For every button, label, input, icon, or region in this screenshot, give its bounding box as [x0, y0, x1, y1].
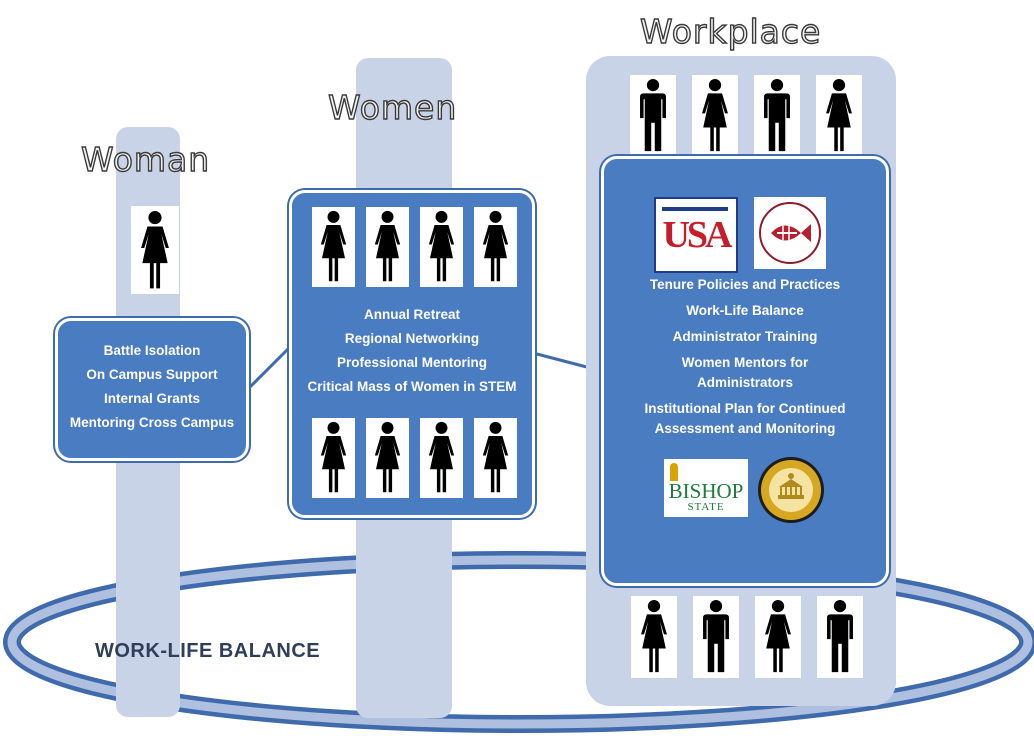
female-figure-icon	[131, 206, 179, 294]
female-figure-icon	[474, 418, 517, 498]
bishop-state-logo: BISHOP STATE	[664, 459, 748, 517]
male-figure-icon	[693, 596, 739, 678]
woman-title: Woman	[80, 139, 211, 179]
seal-icon	[758, 457, 824, 523]
female-figure-icon	[366, 207, 409, 287]
female-figure-icon	[312, 418, 355, 498]
female-figure-icon	[692, 75, 738, 157]
workplace-box: USA Tenure Policies and Practices Work-L…	[601, 156, 889, 586]
women-item: Critical Mass of Women in STEM	[307, 379, 517, 394]
sea-lab-emblem-icon	[759, 202, 821, 264]
woman-item: Mentoring Cross Campus	[69, 415, 235, 430]
workplace-item: Tenure Policies and Practices	[649, 277, 841, 292]
male-figure-icon	[817, 596, 863, 678]
workplace-item: Institutional Plan for Continued Assessm…	[644, 401, 846, 436]
female-figure-icon	[631, 596, 677, 678]
female-figure-icon	[312, 207, 355, 287]
female-figure-icon	[420, 418, 463, 498]
workplace-bottom-figures	[631, 596, 863, 678]
workplace-top-figures	[630, 75, 862, 157]
women-item: Professional Mentoring	[336, 355, 488, 370]
workplace-item: Work-Life Balance	[686, 303, 804, 318]
dauphin-island-sea-lab-logo	[754, 197, 826, 269]
woman-item: Internal Grants	[103, 391, 201, 406]
woman-box: Battle Isolation On Campus Support Inter…	[55, 318, 249, 461]
workplace-title: Workplace	[639, 11, 822, 51]
workplace-item: Women Mentors for Administrators	[681, 355, 809, 390]
woman-item: Battle Isolation	[103, 343, 201, 358]
university-seal-logo	[756, 455, 826, 530]
women-item: Regional Networking	[344, 331, 480, 346]
male-figure-icon	[754, 75, 800, 157]
women-item: Annual Retreat	[363, 307, 461, 322]
women-title: Women	[327, 87, 458, 127]
woman-figures	[131, 206, 179, 294]
female-figure-icon	[755, 596, 801, 678]
usa-logo: USA	[654, 197, 738, 273]
female-figure-icon	[420, 207, 463, 287]
woman-item: On Campus Support	[86, 367, 218, 382]
work-life-balance-label: Work-Life Balance	[95, 640, 321, 662]
women-top-figures	[312, 207, 517, 287]
female-figure-icon	[474, 207, 517, 287]
female-figure-icon	[366, 418, 409, 498]
connector-woman-women	[248, 344, 293, 389]
women-box: Annual Retreat Regional Networking Profe…	[289, 190, 535, 518]
workplace-item: Administrator Training	[672, 329, 818, 344]
women-bottom-figures	[312, 418, 517, 498]
female-figure-icon	[816, 75, 862, 157]
male-figure-icon	[630, 75, 676, 157]
